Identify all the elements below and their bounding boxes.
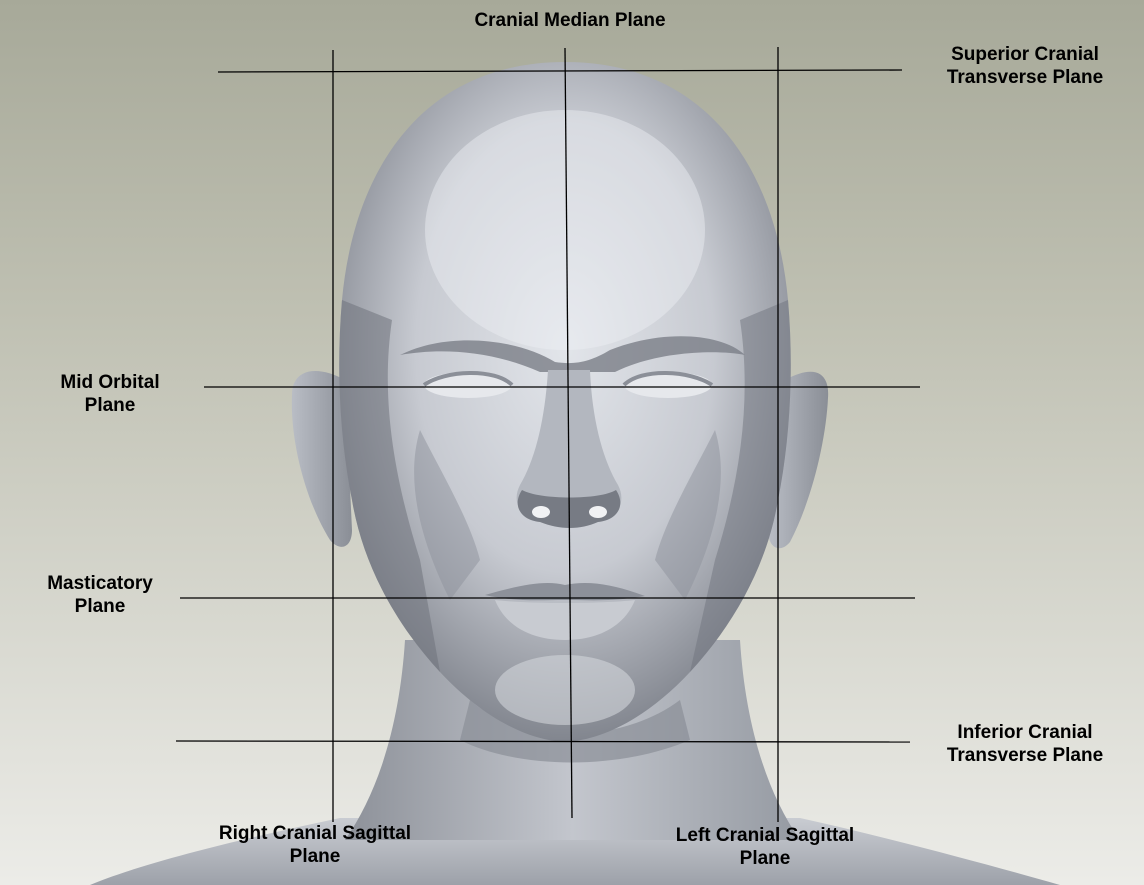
- mid-orbital-line2: Plane: [20, 394, 200, 417]
- right-sagittal-label: Right Cranial Sagittal Plane: [180, 822, 450, 868]
- masticatory-label: Masticatory Plane: [10, 572, 190, 618]
- superior-transverse-label: Superior Cranial Transverse Plane: [910, 43, 1140, 89]
- mid-orbital-line1: Mid Orbital: [20, 371, 200, 394]
- inferior-transverse-line1: Inferior Cranial: [910, 721, 1140, 744]
- right-sagittal-line2: Plane: [180, 845, 450, 868]
- chin: [495, 655, 635, 725]
- cranial-median-text: Cranial Median Plane: [420, 9, 720, 32]
- left-nostril: [589, 506, 607, 518]
- left-sagittal-line1: Left Cranial Sagittal: [630, 824, 900, 847]
- superior-transverse-line2: Transverse Plane: [910, 66, 1140, 89]
- mid-orbital-label: Mid Orbital Plane: [20, 371, 200, 417]
- superior-transverse-line1: Superior Cranial: [910, 43, 1140, 66]
- left-sagittal-line2: Plane: [630, 847, 900, 870]
- inferior-transverse-label: Inferior Cranial Transverse Plane: [910, 721, 1140, 767]
- forehead-highlight: [425, 110, 705, 350]
- masticatory-line2: Plane: [10, 595, 190, 618]
- left-sagittal-label: Left Cranial Sagittal Plane: [630, 824, 900, 870]
- masticatory-line1: Masticatory: [10, 572, 190, 595]
- right-sagittal-line1: Right Cranial Sagittal: [180, 822, 450, 845]
- cranial-median-label: Cranial Median Plane: [420, 9, 720, 32]
- right-nostril: [532, 506, 550, 518]
- inferior-transverse-line2: Transverse Plane: [910, 744, 1140, 767]
